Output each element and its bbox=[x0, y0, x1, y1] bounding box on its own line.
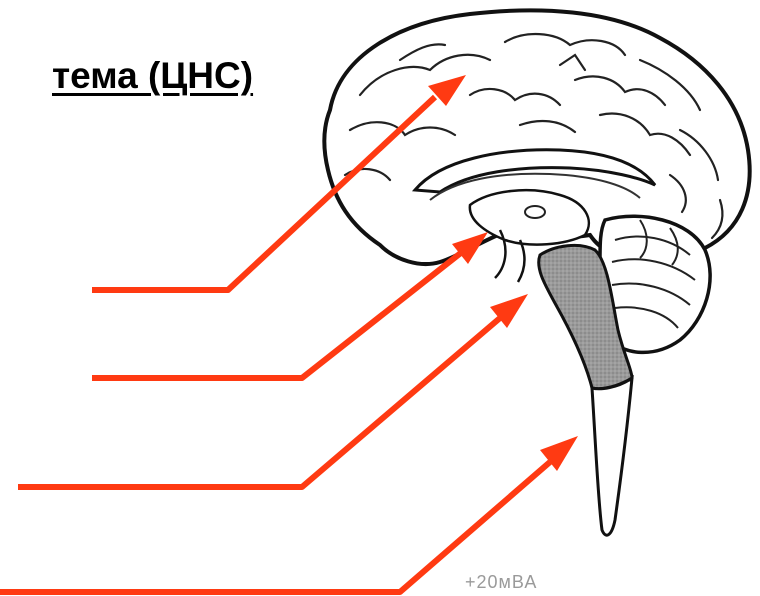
arrow-brainstem-icon bbox=[18, 294, 528, 487]
spinal-cord bbox=[592, 378, 632, 535]
arrow-spinal-cord-icon bbox=[0, 436, 578, 592]
page-title: тема (ЦНС) bbox=[52, 55, 253, 97]
brain-illustration-icon bbox=[324, 10, 749, 535]
watermark-text: +20мВА bbox=[465, 572, 537, 593]
